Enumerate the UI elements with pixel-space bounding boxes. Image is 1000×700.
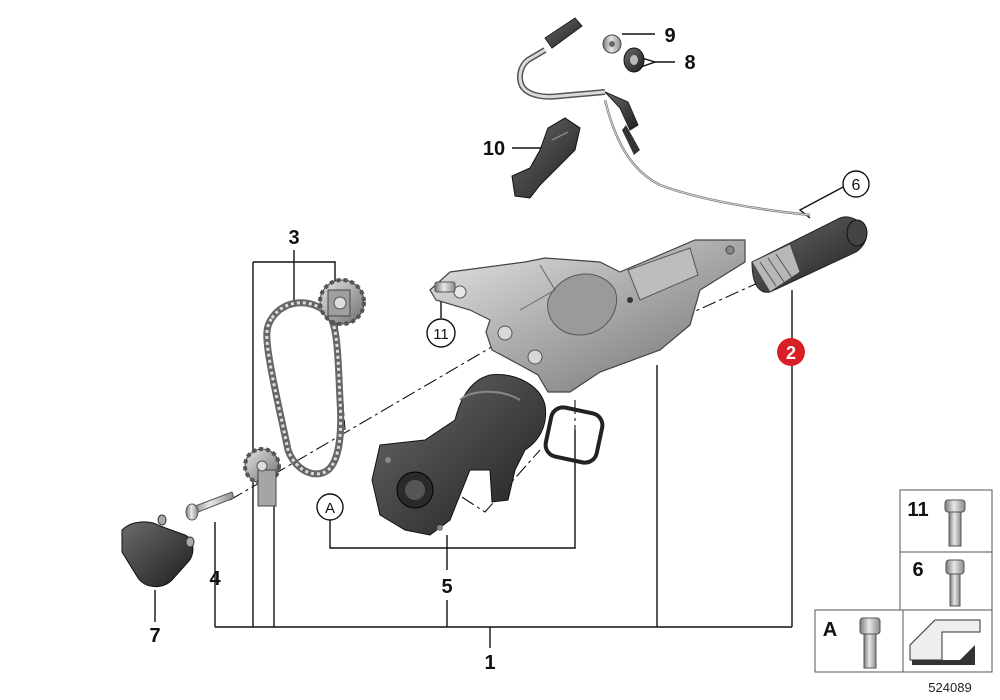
callout-7[interactable]: 7 (149, 625, 160, 647)
suction-pipe[interactable] (371, 374, 547, 536)
callout-2-badge[interactable]: 2 (777, 338, 805, 366)
legend-label-6: 6 (912, 559, 923, 581)
bolt-part-11[interactable] (434, 281, 456, 293)
callout-11-circle[interactable]: 11 (426, 318, 456, 348)
legend-label-11: 11 (907, 499, 928, 521)
diagram-number: 524089 (928, 680, 971, 695)
callout-A: A (325, 500, 335, 517)
nut-part-9[interactable] (602, 34, 622, 54)
control-valve[interactable] (751, 216, 868, 293)
callout-6-circle[interactable]: 6 (842, 170, 870, 198)
fastener-legend (814, 489, 993, 673)
callout-labels: 1 2 3 4 5 6 7 8 9 10 11 A 11 6 A 524089 (149, 25, 971, 695)
callout-A-circle[interactable]: A (316, 493, 344, 521)
callout-4[interactable]: 4 (209, 568, 221, 590)
lower-sprocket[interactable] (243, 447, 281, 507)
upper-sprocket[interactable] (318, 278, 366, 326)
bracket-part-10[interactable] (511, 117, 581, 199)
callout-5[interactable]: 5 (441, 576, 452, 598)
grommet-part-8[interactable] (623, 47, 645, 73)
callout-11: 11 (433, 326, 449, 343)
gasket[interactable] (543, 405, 605, 465)
legend-bolt-A (859, 617, 881, 669)
oil-pipe[interactable] (517, 17, 640, 155)
legend-bolt-6 (945, 559, 965, 607)
callout-10[interactable]: 10 (483, 138, 505, 160)
legend-label-A: A (823, 619, 837, 641)
oil-pump-body[interactable] (429, 239, 746, 393)
legend-bolt-11 (944, 499, 966, 547)
cover-part-7[interactable] (121, 514, 195, 587)
callout-1[interactable]: 1 (484, 652, 495, 674)
callout-2: 2 (786, 343, 796, 363)
callout-9[interactable]: 9 (664, 25, 675, 47)
callout-6: 6 (852, 177, 861, 194)
insert-arrow-icon (909, 619, 981, 665)
callout-8[interactable]: 8 (684, 52, 695, 74)
timing-chain[interactable] (263, 299, 345, 478)
bolt-part-4[interactable] (185, 491, 235, 521)
wiring-harness[interactable] (603, 99, 811, 217)
callout-3[interactable]: 3 (288, 227, 299, 249)
